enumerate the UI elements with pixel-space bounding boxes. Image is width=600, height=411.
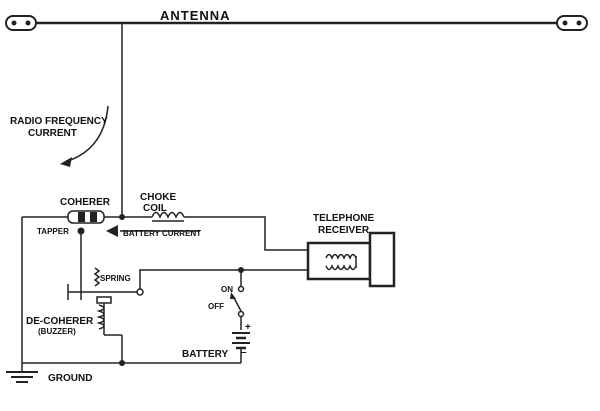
decoherer-label-line2: (BUZZER)	[38, 327, 76, 336]
switch-on-label: ON	[221, 285, 233, 294]
junction-dot	[119, 214, 125, 220]
choke-coil	[151, 211, 185, 222]
choke-label-line1: CHOKE	[140, 192, 176, 203]
ground-junction-dot	[119, 360, 125, 366]
receiver-to-spring-wire	[139, 269, 308, 292]
ground-icon	[6, 371, 38, 383]
antenna-label: ANTENNA	[160, 8, 231, 23]
telephone-label-line1: TELEPHONE	[313, 213, 374, 224]
battery	[232, 332, 250, 350]
armature-contact	[136, 288, 144, 296]
rf-label-line2: CURRENT	[28, 128, 77, 139]
telephone-label-line2: RECEIVER	[318, 225, 370, 236]
battery-current-label: BATTERY CURRENT	[123, 229, 201, 238]
left-insulator	[5, 15, 37, 31]
battery-label: BATTERY	[182, 349, 228, 360]
switch	[230, 285, 245, 318]
rf-current-arrow	[64, 105, 109, 163]
switch-off-label: OFF	[208, 302, 224, 311]
coherer-label: COHERER	[60, 197, 111, 208]
choke-label-line2: COIL	[143, 203, 167, 214]
spring-label: SPRING	[100, 274, 131, 283]
tapper-label: TAPPER	[37, 227, 69, 236]
battery-current-arrowhead	[106, 225, 118, 237]
switch-junction-dot	[238, 267, 244, 273]
decoherer-coil	[96, 296, 112, 335]
choke-to-receiver-wire	[184, 216, 308, 251]
right-insulator	[556, 15, 588, 31]
battery-minus-label: –	[241, 347, 247, 358]
ground-label: GROUND	[48, 373, 92, 384]
rf-arrowhead	[60, 157, 72, 167]
battery-plus-label: +	[245, 322, 251, 333]
telephone-receiver	[306, 231, 396, 288]
spring-icon	[93, 267, 101, 287]
rf-label-line1: RADIO FREQUENCY	[10, 116, 108, 127]
coherer	[67, 210, 105, 224]
decoherer-label-line1: DE-COHERER	[26, 316, 94, 327]
